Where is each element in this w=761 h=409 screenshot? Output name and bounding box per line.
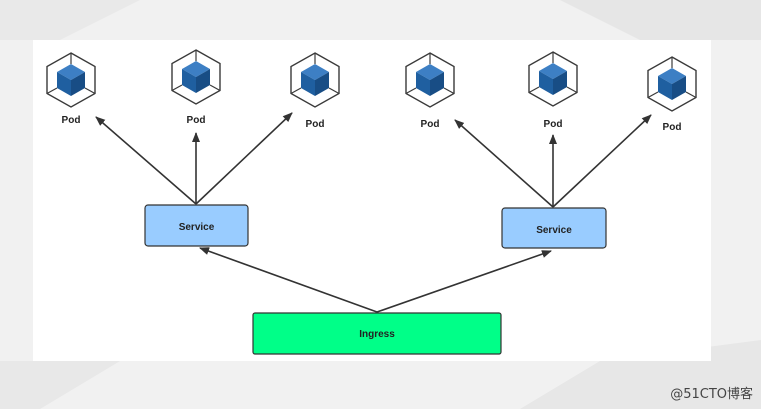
pod-label: Pod [544, 119, 563, 130]
pod-1: Pod [46, 52, 96, 126]
pod-label: Pod [62, 115, 81, 126]
pod-4: Pod [405, 52, 455, 130]
pod-cube-icon [647, 56, 697, 112]
pod-2: Pod [171, 49, 221, 126]
edge-service-left-to-pod-1 [95, 116, 197, 205]
pod-cube-icon [528, 51, 578, 107]
pod-label: Pod [306, 119, 325, 130]
edge-service-left-to-pod-3 [195, 112, 293, 205]
service-box [144, 204, 249, 247]
watermark: @51CTO博客 [670, 387, 753, 402]
service-left: Service [144, 204, 249, 247]
edge-service-right-to-pod-6 [552, 114, 652, 208]
pod-label: Pod [187, 115, 206, 126]
ingress-box [252, 312, 502, 355]
pod-label: Pod [421, 119, 440, 130]
pod-cube-icon [171, 49, 221, 105]
pod-label: Pod [663, 122, 682, 133]
diagram-panel [33, 40, 711, 361]
ingress-label: Ingress [359, 329, 395, 340]
ingress: Ingress [252, 312, 502, 355]
service-label: Service [536, 225, 572, 236]
service-right: Service [501, 207, 607, 249]
service-box [501, 207, 607, 249]
edge-service-right-to-pod-4 [454, 119, 554, 208]
pod-cube-icon [405, 52, 455, 108]
edge-ingress-to-service-right [376, 250, 552, 313]
pod-cube-icon [290, 52, 340, 108]
edge-ingress-to-service-left [199, 247, 378, 313]
pod-cube-icon [46, 52, 96, 108]
pod-5: Pod [528, 51, 578, 130]
pod-3: Pod [290, 52, 340, 130]
pod-6: Pod [647, 56, 697, 133]
service-label: Service [179, 222, 215, 233]
